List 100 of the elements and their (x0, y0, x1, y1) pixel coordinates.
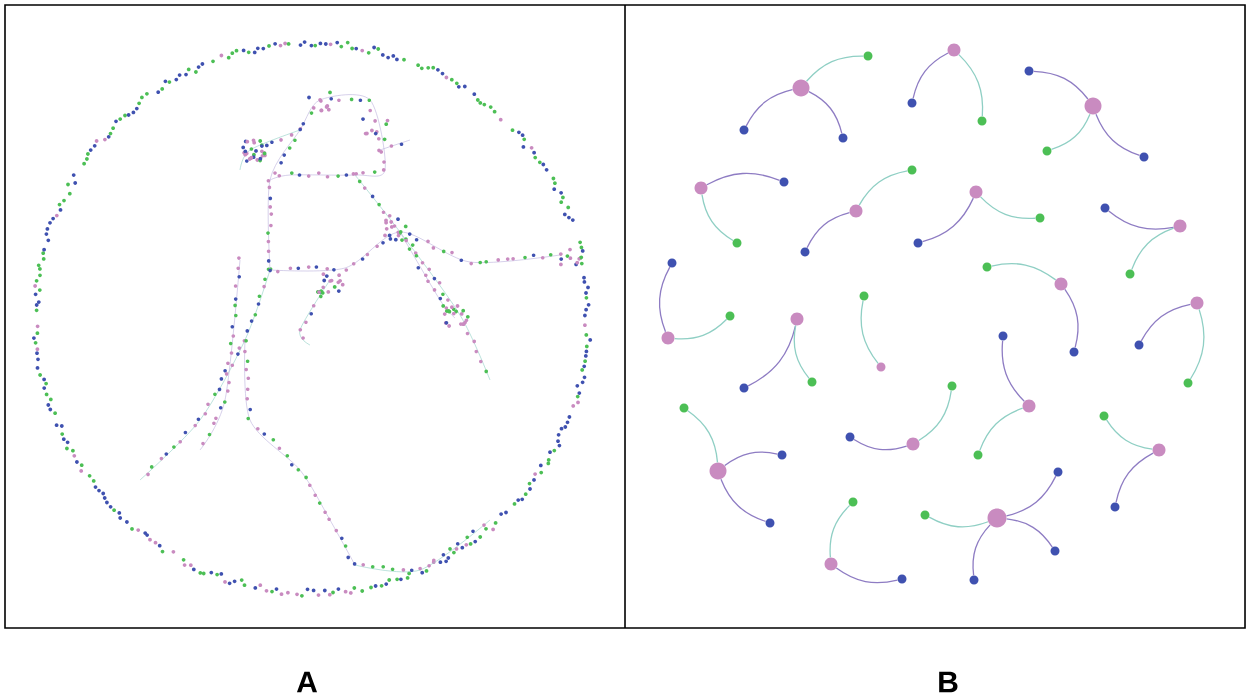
network-node (1050, 546, 1060, 556)
network-node (1054, 277, 1068, 291)
edge-line (745, 89, 794, 127)
network-node (1139, 152, 1149, 162)
network-node (1125, 269, 1135, 279)
network-node (907, 165, 917, 175)
edge-line (1140, 303, 1192, 342)
panel-label: B (939, 671, 958, 693)
edge-line (928, 516, 989, 528)
network-node (1022, 399, 1036, 413)
network-node (913, 238, 923, 248)
edge-line (793, 324, 810, 379)
edge-line (858, 170, 909, 206)
network-node (920, 510, 930, 520)
network-node (709, 462, 727, 480)
network-node (1069, 347, 1079, 357)
edge-line (1115, 452, 1154, 504)
edge-line (1189, 308, 1205, 380)
network-node (1100, 203, 1110, 213)
network-node (1084, 97, 1102, 115)
edge-line (835, 567, 899, 584)
network-node (947, 381, 957, 391)
edge-line (1064, 288, 1079, 349)
edge-line (1131, 227, 1175, 271)
network-node (973, 450, 983, 460)
edge-line (860, 299, 879, 364)
network-node (725, 311, 735, 321)
panel-label: A (296, 671, 318, 693)
network-node (947, 43, 961, 57)
network-node (779, 177, 789, 187)
network-node (863, 51, 873, 61)
network-node (1173, 219, 1187, 233)
network-node (998, 331, 1008, 341)
network-node (765, 518, 775, 528)
edge-line (674, 318, 728, 340)
network-node (906, 437, 920, 451)
edge-line (918, 390, 952, 442)
edge-line (1108, 210, 1175, 230)
edge-line (979, 407, 1024, 452)
network-node (1183, 378, 1193, 388)
network-node (667, 258, 677, 268)
network-node (982, 262, 992, 272)
network-node (790, 312, 804, 326)
network-node (907, 98, 917, 108)
edge-line (990, 262, 1057, 281)
network-node (739, 383, 749, 393)
network-node (845, 432, 855, 442)
edge-line (1033, 70, 1089, 100)
network-node (1152, 443, 1166, 457)
network-node (824, 557, 838, 571)
network-node (1024, 66, 1034, 76)
edge-line (972, 524, 991, 576)
edge-line (1001, 340, 1025, 402)
edge-line (958, 53, 984, 117)
network-node (1110, 502, 1120, 512)
network-node (1053, 467, 1063, 477)
edge-line (853, 438, 908, 451)
network-node (838, 133, 848, 143)
network-node (969, 575, 979, 585)
network-node (849, 204, 863, 218)
network-node (1035, 213, 1045, 223)
network-node (848, 497, 858, 507)
edge-line (805, 55, 864, 82)
network-node (739, 125, 749, 135)
edge-line (1050, 113, 1091, 151)
edge-line (701, 194, 734, 242)
network-node (732, 238, 742, 248)
network-node (1042, 146, 1052, 156)
edge-line (687, 410, 719, 463)
network-node (807, 377, 817, 387)
edge-line (658, 266, 671, 333)
edge-line (724, 451, 779, 467)
network-node (977, 116, 987, 126)
network-node (859, 291, 869, 301)
network-node (1099, 411, 1109, 421)
network-node (876, 362, 886, 372)
network-node (679, 403, 689, 413)
edge-line (1005, 475, 1057, 517)
edge-line (912, 52, 949, 100)
edge-line (1095, 113, 1141, 157)
edge-line (808, 91, 843, 135)
edge-line (921, 197, 974, 243)
edge-line (1006, 518, 1053, 548)
network-node (777, 450, 787, 460)
network-node (661, 331, 675, 345)
edge-line (829, 504, 851, 558)
network-node (694, 181, 708, 195)
edge-line (1105, 419, 1153, 450)
network-node (969, 185, 983, 199)
network-node (1190, 296, 1204, 310)
edge-line (720, 478, 767, 523)
network-node (897, 574, 907, 584)
network-node (987, 508, 1007, 528)
network-node (1134, 340, 1144, 350)
edge-line (979, 196, 1036, 220)
edge-line (747, 324, 797, 387)
network-node (800, 247, 810, 257)
edge-line (806, 211, 851, 249)
edge-line (706, 172, 781, 186)
network-node (792, 79, 810, 97)
